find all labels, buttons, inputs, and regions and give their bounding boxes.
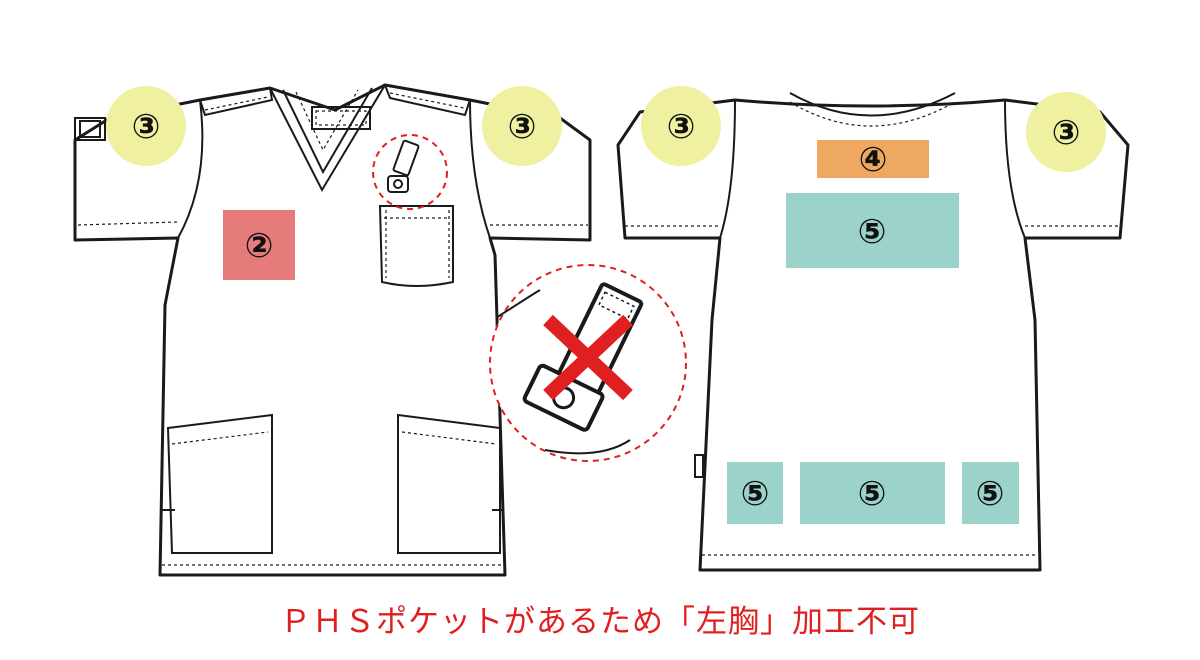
svg-text:⑤: ⑤	[741, 474, 770, 514]
zone-back-hem-left: ⑤	[727, 462, 783, 524]
warning-caption: ＰＨＳポケットがあるため「左胸」加工不可	[280, 604, 920, 640]
zone-back-shoulder-right: ③	[1026, 92, 1106, 172]
zone-front-shoulder-left: ③	[106, 86, 186, 166]
phs-pocket-callout	[372, 134, 687, 462]
zone-back-upper: ⑤	[786, 193, 959, 268]
svg-text:②: ②	[245, 226, 274, 266]
svg-text:⑤: ⑤	[858, 474, 887, 514]
svg-text:③: ③	[667, 107, 696, 147]
front-shirt	[73, 83, 592, 577]
zone-back-hem-right: ⑤	[962, 462, 1019, 524]
red-x-icon	[543, 314, 633, 401]
svg-text:③: ③	[508, 107, 537, 147]
zone-front-shoulder-right: ③	[482, 86, 562, 166]
svg-text:⑤: ⑤	[976, 474, 1005, 514]
svg-text:③: ③	[132, 107, 161, 147]
svg-text:⑤: ⑤	[858, 212, 887, 252]
back-shirt	[616, 92, 1130, 572]
zone-front-left-chest: ②	[223, 210, 295, 280]
svg-text:④: ④	[859, 140, 888, 180]
zone-back-hem-center: ⑤	[800, 462, 945, 524]
svg-text:③: ③	[1052, 113, 1081, 153]
zone-back-shoulder-left: ③	[641, 86, 721, 166]
zone-back-neck: ④	[817, 140, 929, 180]
